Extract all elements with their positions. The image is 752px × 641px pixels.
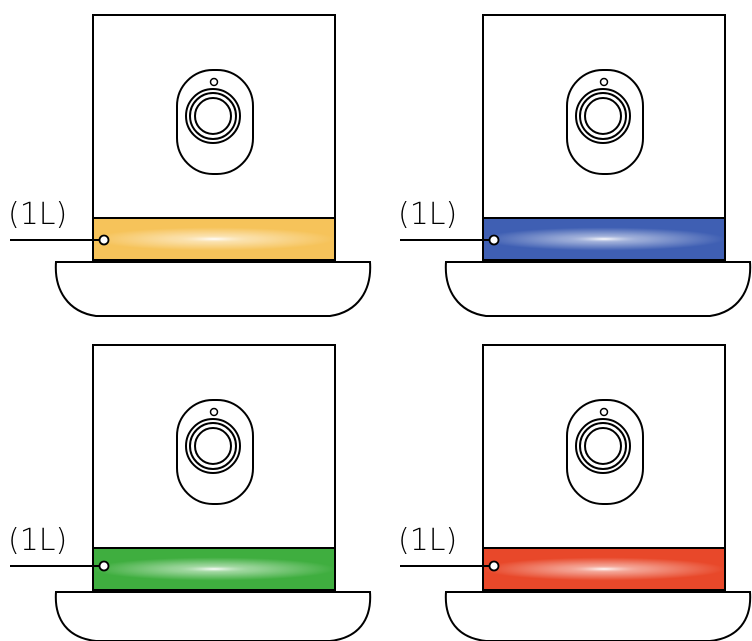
camera-module — [566, 399, 644, 505]
lens-middle-ring — [579, 422, 627, 470]
light-ring-band — [92, 547, 336, 591]
device-base — [54, 591, 372, 641]
callout-point — [98, 234, 110, 246]
callout-label: (1L) — [8, 197, 67, 232]
lens-middle-ring — [579, 92, 627, 140]
callout-label: (1L) — [398, 523, 457, 558]
indicator-dot — [209, 77, 219, 87]
lens-outer-ring — [185, 88, 241, 144]
lens-middle-ring — [189, 92, 237, 140]
callout-point — [98, 560, 110, 572]
camera-module — [566, 69, 644, 175]
device-body — [54, 344, 372, 641]
lens-outer-ring — [575, 418, 631, 474]
camera-module — [176, 69, 254, 175]
light-ring-band — [482, 217, 726, 261]
camera-module — [176, 399, 254, 505]
device-base — [444, 591, 752, 641]
callout-label: (1L) — [398, 197, 457, 232]
indicator-dot — [599, 407, 609, 417]
panel-yellow: (1L) — [8, 14, 372, 317]
callout-point — [488, 234, 500, 246]
callout-label: (1L) — [8, 523, 67, 558]
panel-blue: (1L) — [398, 14, 752, 317]
lens-inner — [194, 97, 232, 135]
lens-outer-ring — [185, 418, 241, 474]
indicator-dot — [209, 407, 219, 417]
indicator-dot — [599, 77, 609, 87]
callout-point — [488, 560, 500, 572]
lens-middle-ring — [189, 422, 237, 470]
device-body — [444, 14, 752, 317]
panel-green: (1L) — [8, 344, 372, 641]
lens-inner — [194, 427, 232, 465]
light-ring-band — [92, 217, 336, 261]
device-base — [444, 261, 752, 317]
panel-red: (1L) — [398, 344, 752, 641]
light-ring-band — [482, 547, 726, 591]
lens-inner — [584, 97, 622, 135]
device-body — [444, 344, 752, 641]
lens-outer-ring — [575, 88, 631, 144]
device-body — [54, 14, 372, 317]
lens-inner — [584, 427, 622, 465]
device-base — [54, 261, 372, 317]
